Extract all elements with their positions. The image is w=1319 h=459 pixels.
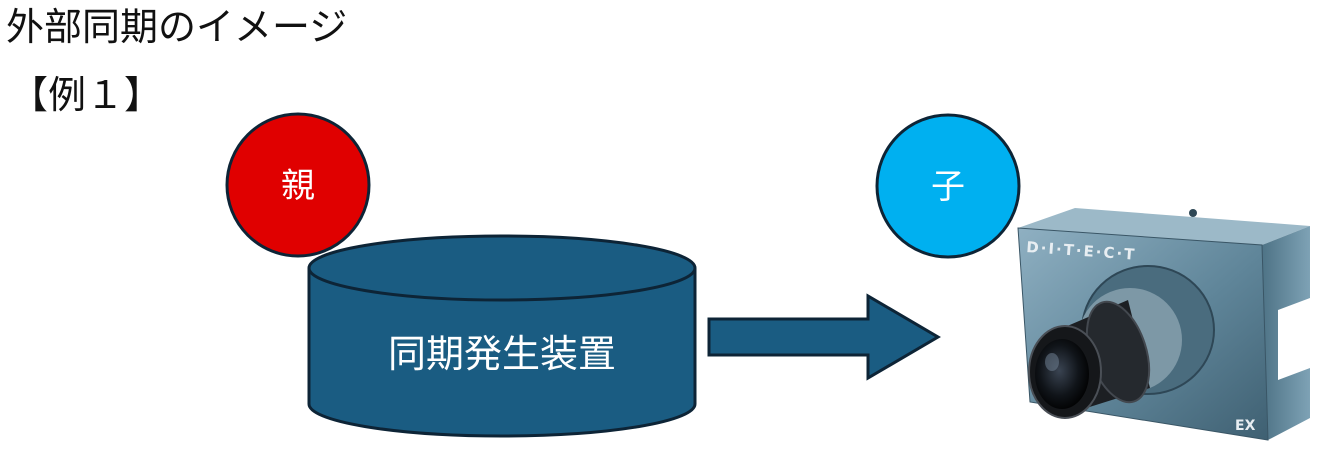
cylinder-body (307, 268, 697, 438)
sync-device-label: 同期発生装置 (388, 332, 616, 376)
sync-device-cylinder: 同期発生装置 (307, 234, 697, 438)
slave-label: 子 (931, 167, 965, 207)
camera-screw (1189, 209, 1197, 217)
master-node: 親 (225, 112, 371, 258)
lens-glint (1045, 353, 1059, 371)
diagram-title: 外部同期のイメージ (6, 5, 348, 49)
master-label: 親 (281, 166, 315, 206)
example-label: 【例１】 (10, 73, 163, 117)
camera-image: D·I·T·E·C·T EX (1017, 208, 1310, 441)
cylinder-top (307, 234, 697, 302)
master-circle (225, 112, 371, 258)
signal-arrow (707, 293, 941, 381)
camera-top (1018, 208, 1310, 245)
camera-model-label: EX (1235, 418, 1256, 434)
slave-circle (875, 113, 1021, 259)
lens-glass (1035, 339, 1089, 409)
slave-node: 子 (875, 113, 1021, 259)
camera-side (1262, 226, 1310, 440)
